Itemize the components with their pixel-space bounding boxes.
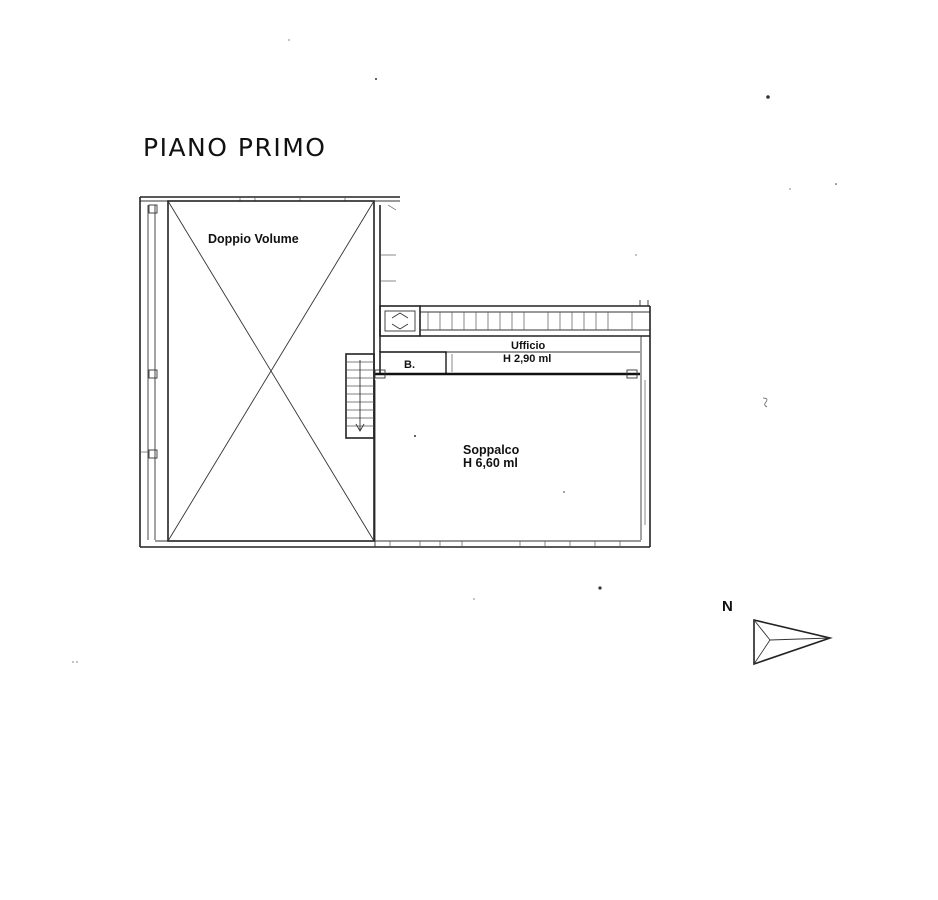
- north-label: N: [722, 598, 733, 615]
- office-height-label: H 2,90 ml: [503, 353, 551, 365]
- mezzanine-height-label: H 6,60 ml: [463, 456, 518, 470]
- north-arrow: N: [722, 598, 833, 666]
- mezzanine-name-label: Soppalco: [463, 443, 520, 457]
- double-volume-label: Doppio Volume: [208, 232, 299, 246]
- scan-specks: [72, 39, 837, 663]
- floor-title: PIANO PRIMO: [143, 133, 326, 162]
- double-volume-area: Doppio Volume: [139, 196, 400, 548]
- bathroom-label: B.: [404, 359, 415, 371]
- office-name-label: Ufficio: [511, 340, 546, 352]
- stairs: [345, 353, 375, 439]
- right-block: B. Ufficio H 2,90 ml Soppalco H 6,60 ml: [374, 300, 651, 548]
- north-arrow-icon: [753, 618, 833, 666]
